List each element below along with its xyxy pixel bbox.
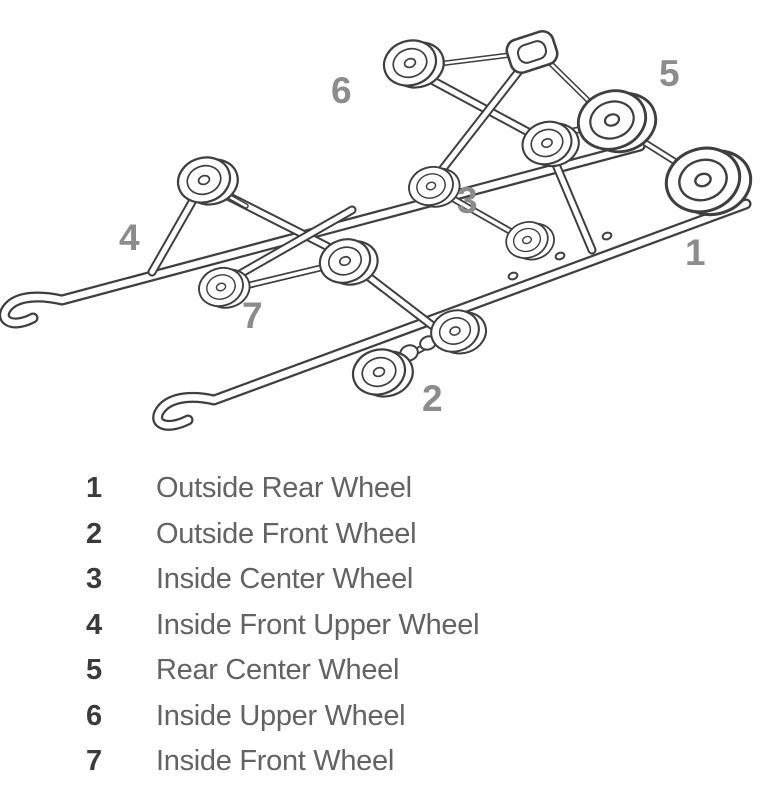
suspension-diagram: 6 5 3 4 1 7 2: [0, 27, 761, 431]
callout-number-1: 1: [685, 232, 706, 273]
callout-number-6: 6: [331, 70, 352, 111]
callouts: 6 5 3 4 1 7 2: [119, 53, 706, 419]
legend-row: 7 Inside Front Wheel: [86, 745, 770, 791]
legend-item-label: Outside Rear Wheel: [156, 472, 412, 504]
legend-item-label: Rear Center Wheel: [156, 654, 400, 686]
legend-item-number: 4: [86, 608, 102, 641]
callout-number-5: 5: [659, 53, 680, 94]
wheel-1-outside-rear: [656, 134, 761, 229]
legend-row: 3 Inside Center Wheel: [86, 563, 770, 609]
wheel-center-outer: [500, 214, 560, 268]
legend: 1 Outside Rear Wheel 2 Outside Front Whe…: [0, 458, 770, 791]
legend-row: 6 Inside Upper Wheel: [86, 700, 770, 746]
rail-hole: [554, 251, 566, 261]
callout-number-3: 3: [457, 180, 478, 221]
rail-hole: [507, 271, 519, 281]
callout-number-2: 2: [422, 378, 443, 419]
wheel-5-rear-center: [569, 78, 665, 165]
legend-item-number: 6: [86, 699, 102, 732]
legend-row: 4 Inside Front Upper Wheel: [86, 609, 770, 655]
legend-row: 2 Outside Front Wheel: [86, 518, 770, 564]
legend-item-label: Inside Upper Wheel: [156, 699, 406, 732]
legend-item-number: 2: [86, 517, 102, 550]
callout-number-7: 7: [242, 295, 263, 336]
rail-hole: [601, 231, 613, 241]
legend-item-number: 3: [86, 563, 102, 595]
callout-number-4: 4: [119, 217, 140, 258]
slide-rails: [0, 140, 752, 431]
legend-item-number: 7: [86, 745, 102, 777]
legend-item-number: 5: [86, 654, 102, 686]
legend-item-label: Inside Center Wheel: [156, 563, 414, 595]
legend-item-label: Outside Front Wheel: [156, 517, 417, 550]
mount-bracket: [502, 27, 562, 77]
legend-row: 5 Rear Center Wheel: [86, 654, 770, 700]
legend-row: 1 Outside Rear Wheel: [86, 472, 770, 518]
wheel-2-outside-front-inner: [424, 301, 493, 363]
legend-item-label: Inside Front Wheel: [156, 745, 394, 777]
legend-item-number: 1: [86, 472, 102, 504]
legend-item-label: Inside Front Upper Wheel: [156, 608, 480, 641]
